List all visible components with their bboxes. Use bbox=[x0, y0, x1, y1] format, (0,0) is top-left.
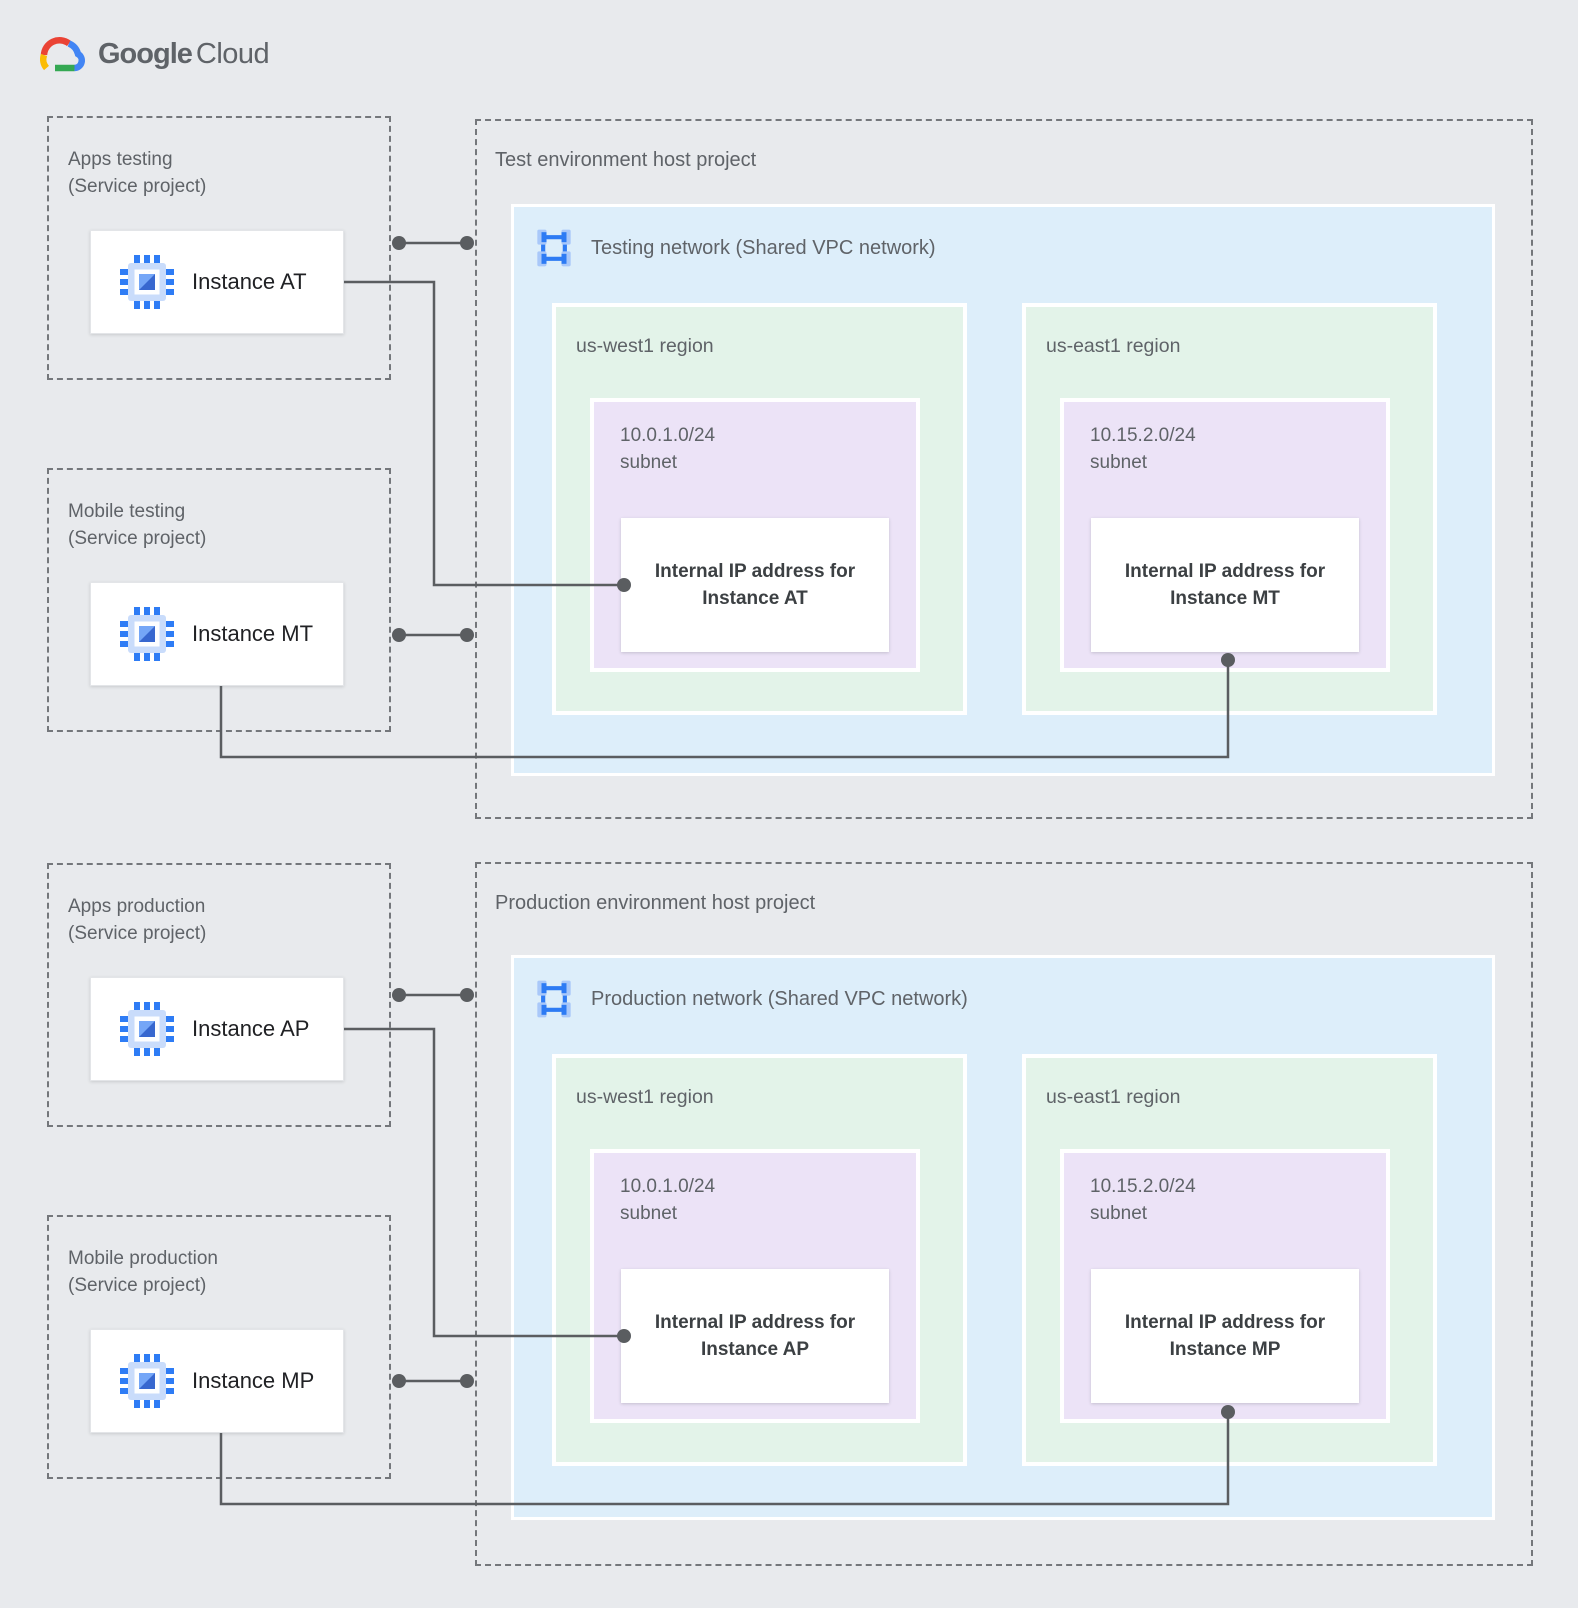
region-us-east1: us-east1 region 10.15.2.0/24 subnet Inte… bbox=[1022, 303, 1437, 715]
subnet-us-west1: 10.0.1.0/24 subnet Internal IP address f… bbox=[590, 398, 920, 672]
host-project-title: Test environment host project bbox=[495, 149, 757, 171]
subnet-cidr: 10.15.2.0/24 bbox=[1090, 425, 1196, 446]
instance-label: Instance AT bbox=[192, 269, 307, 294]
service-project-label: Apps production (Service project) bbox=[68, 893, 206, 947]
production-host-project: Production environment host project Prod… bbox=[475, 862, 1533, 1566]
link-apps-production-to-host bbox=[392, 988, 474, 1002]
subnet-word: subnet bbox=[1090, 1203, 1148, 1224]
internal-ip-instance-mp: Internal IP address for Instance MP bbox=[1091, 1269, 1359, 1403]
subnet-word: subnet bbox=[1090, 452, 1148, 473]
instance-mt-card: Instance MT bbox=[90, 582, 344, 686]
brand-google: Google bbox=[98, 37, 193, 70]
subnet-us-east1: 10.15.2.0/24 subnet Internal IP address … bbox=[1060, 1149, 1390, 1423]
subnet-word: subnet bbox=[620, 1203, 678, 1224]
region-us-east1: us-east1 region 10.15.2.0/24 subnet Inte… bbox=[1022, 1054, 1437, 1466]
project-title: Mobile production bbox=[68, 1248, 218, 1269]
service-project-label: Mobile testing (Service project) bbox=[68, 498, 206, 552]
link-mobile-production-to-host bbox=[392, 1374, 474, 1388]
internal-ip-instance-at: Internal IP address for Instance AT bbox=[621, 518, 889, 652]
project-title: Apps production bbox=[68, 896, 206, 917]
region-label: us-east1 region bbox=[1046, 1086, 1181, 1108]
subnet-word: subnet bbox=[620, 452, 678, 473]
link-mobile-testing-to-host bbox=[392, 628, 474, 642]
test-host-project: Test environment host project Testing ne… bbox=[475, 119, 1533, 819]
vpc-network-icon bbox=[534, 228, 574, 268]
subnet-label: 10.0.1.0/24 subnet bbox=[620, 1173, 715, 1227]
link-apps-testing-to-host bbox=[392, 236, 474, 250]
instance-at-card: Instance AT bbox=[90, 230, 344, 334]
testing-network: Testing network (Shared VPC network) us-… bbox=[511, 204, 1495, 776]
subnet-cidr: 10.0.1.0/24 bbox=[620, 1176, 716, 1197]
project-subtitle: (Service project) bbox=[68, 923, 207, 944]
subnet-cidr: 10.0.1.0/24 bbox=[620, 425, 716, 446]
subnet-label: 10.15.2.0/24 subnet bbox=[1090, 1173, 1196, 1227]
google-cloud-icon bbox=[40, 37, 85, 72]
project-subtitle: (Service project) bbox=[68, 528, 207, 549]
region-label: us-west1 region bbox=[576, 1086, 714, 1108]
instance-label: Instance AP bbox=[192, 1016, 310, 1041]
internal-ip-instance-ap: Internal IP address for Instance AP bbox=[621, 1269, 889, 1403]
network-header: Production network (Shared VPC network) bbox=[534, 979, 968, 1019]
network-header: Testing network (Shared VPC network) bbox=[534, 228, 936, 268]
instance-label: Instance MT bbox=[192, 621, 314, 646]
service-project-label: Mobile production (Service project) bbox=[68, 1245, 218, 1299]
service-project-label: Apps testing (Service project) bbox=[68, 146, 206, 200]
compute-engine-icon bbox=[119, 1001, 175, 1057]
service-project-mobile-testing: Mobile testing (Service project) Instanc… bbox=[47, 468, 391, 732]
production-network: Production network (Shared VPC network) … bbox=[511, 955, 1495, 1520]
project-subtitle: (Service project) bbox=[68, 1275, 207, 1296]
project-subtitle: (Service project) bbox=[68, 176, 207, 197]
region-label: us-east1 region bbox=[1046, 335, 1181, 357]
subnet-us-east1: 10.15.2.0/24 subnet Internal IP address … bbox=[1060, 398, 1390, 672]
region-us-west1: us-west1 region 10.0.1.0/24 subnet Inter… bbox=[552, 303, 967, 715]
service-project-apps-production: Apps production (Service project) Instan… bbox=[47, 863, 391, 1127]
service-project-apps-testing: Apps testing (Service project) Instance … bbox=[47, 116, 391, 380]
project-title: Apps testing bbox=[68, 149, 173, 170]
internal-ip-instance-mt: Internal IP address for Instance MT bbox=[1091, 518, 1359, 652]
instance-ap-card: Instance AP bbox=[90, 977, 344, 1081]
network-label: Production network (Shared VPC network) bbox=[591, 987, 968, 1010]
compute-engine-icon bbox=[119, 606, 175, 662]
instance-mp-card: Instance MP bbox=[90, 1329, 344, 1433]
compute-engine-icon bbox=[119, 254, 175, 310]
subnet-label: 10.15.2.0/24 subnet bbox=[1090, 422, 1196, 476]
project-title: Mobile testing bbox=[68, 501, 186, 522]
service-project-mobile-production: Mobile production (Service project) Inst… bbox=[47, 1215, 391, 1479]
compute-engine-icon bbox=[119, 1353, 175, 1409]
region-label: us-west1 region bbox=[576, 335, 714, 357]
subnet-label: 10.0.1.0/24 subnet bbox=[620, 422, 715, 476]
network-label: Testing network (Shared VPC network) bbox=[591, 236, 936, 259]
subnet-us-west1: 10.0.1.0/24 subnet Internal IP address f… bbox=[590, 1149, 920, 1423]
instance-label: Instance MP bbox=[192, 1368, 315, 1393]
subnet-cidr: 10.15.2.0/24 bbox=[1090, 1176, 1196, 1197]
host-project-title: Production environment host project bbox=[495, 892, 816, 914]
region-us-west1: us-west1 region 10.0.1.0/24 subnet Inter… bbox=[552, 1054, 967, 1466]
brand-cloud: Cloud bbox=[195, 37, 270, 70]
vpc-network-icon bbox=[534, 979, 574, 1019]
